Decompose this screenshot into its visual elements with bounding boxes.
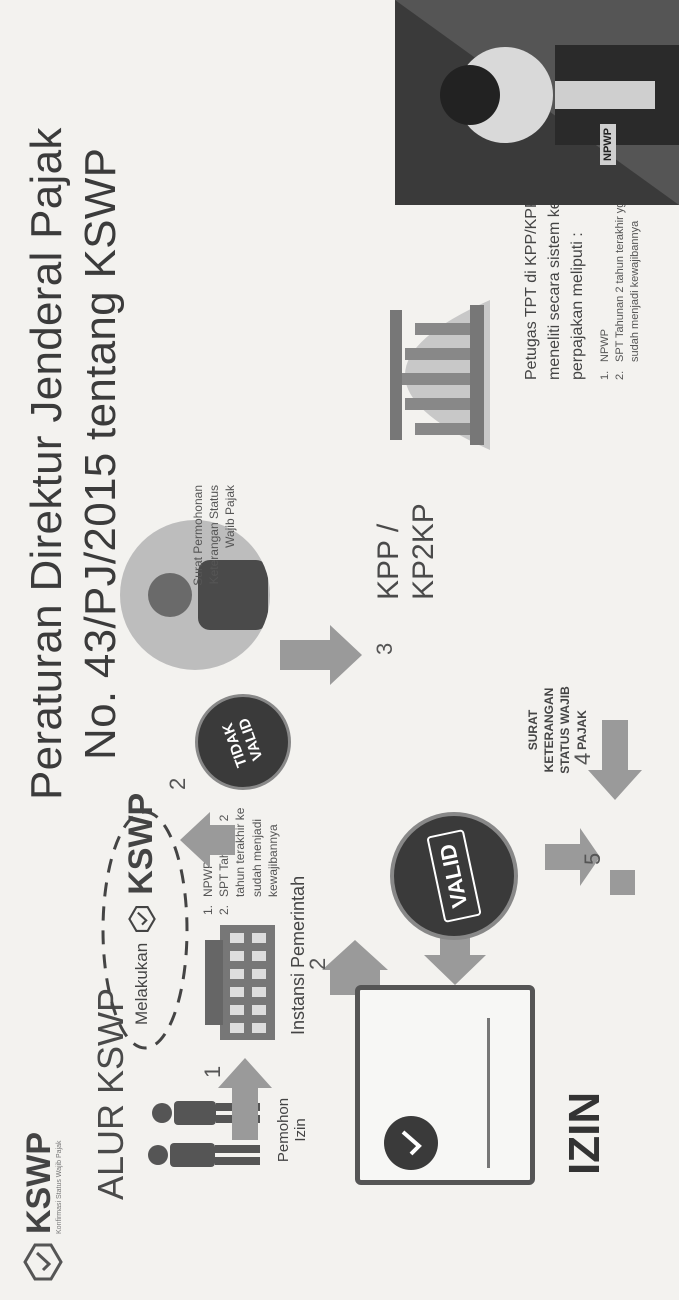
kswp-logo: KSWP Konfirmasi Status Wajib Pajak: [20, 1132, 63, 1282]
arrow-step-6: [424, 905, 486, 985]
izin-line: [487, 1018, 490, 1168]
valid-badge: VALID: [390, 812, 518, 940]
valid-text: VALID: [426, 828, 482, 924]
surat-permohonan-label: Surat Permohonan Keterangan Status Wajib…: [191, 485, 238, 586]
step-number-2b: 2: [305, 957, 330, 970]
kpp-label: KPP / KP2KP: [372, 503, 440, 600]
npwp-tag: NPWP: [600, 124, 616, 165]
petugas-item2-num: 2.: [613, 370, 626, 380]
petugas-item1-num: 1.: [599, 370, 611, 380]
petugas-item2: SPT Tahunan 2 tahun terakhir yg sudah me…: [613, 201, 641, 362]
petugas-item1: NPWP: [599, 329, 611, 362]
arrow-step-3: [280, 625, 362, 685]
instansi-building-illustration: [205, 925, 275, 1040]
tidak-valid-badge: TIDAK VALID: [195, 694, 291, 790]
arrow-step-2b: [322, 940, 388, 995]
officer-illustration: [148, 560, 268, 630]
step-number-5: 5: [580, 852, 605, 865]
step-number-3: 3: [372, 642, 397, 655]
izin-document: [355, 985, 535, 1185]
arrow-step-5: [545, 828, 635, 895]
arrow-step-4: [588, 720, 642, 800]
arrow-step-2a: [180, 812, 235, 868]
melakukan-kswp-oval: [101, 810, 189, 1050]
arrow-step-1: [218, 1058, 272, 1140]
surat-keterangan-label: SURAT KETERANGAN STATUS WAJIB PAJAK: [526, 686, 589, 774]
izin-check-circle: [384, 1116, 438, 1170]
npwp-officer-panel: NPWP: [395, 0, 679, 205]
petugas-checklist: 1. NPWP 2. SPT Tahunan 2 tahun terakhir …: [598, 202, 643, 380]
melakukan-kswp-content: Melakukan KSWP: [122, 793, 161, 1025]
checkmark-icon: [401, 1130, 422, 1156]
officer-circle: [120, 520, 270, 670]
kswp-brand-icon: [127, 905, 156, 932]
kpp-building-illustration: [390, 300, 490, 450]
tidak-valid-text: TIDAK VALID: [219, 715, 267, 770]
kswp-logo-icon: [22, 1243, 63, 1281]
step-number-1: 1: [200, 1065, 225, 1078]
step-number-2a: 2: [165, 777, 190, 790]
izin-label: IZIN: [560, 1091, 609, 1175]
npwp-officer-illustration: [395, 0, 679, 205]
